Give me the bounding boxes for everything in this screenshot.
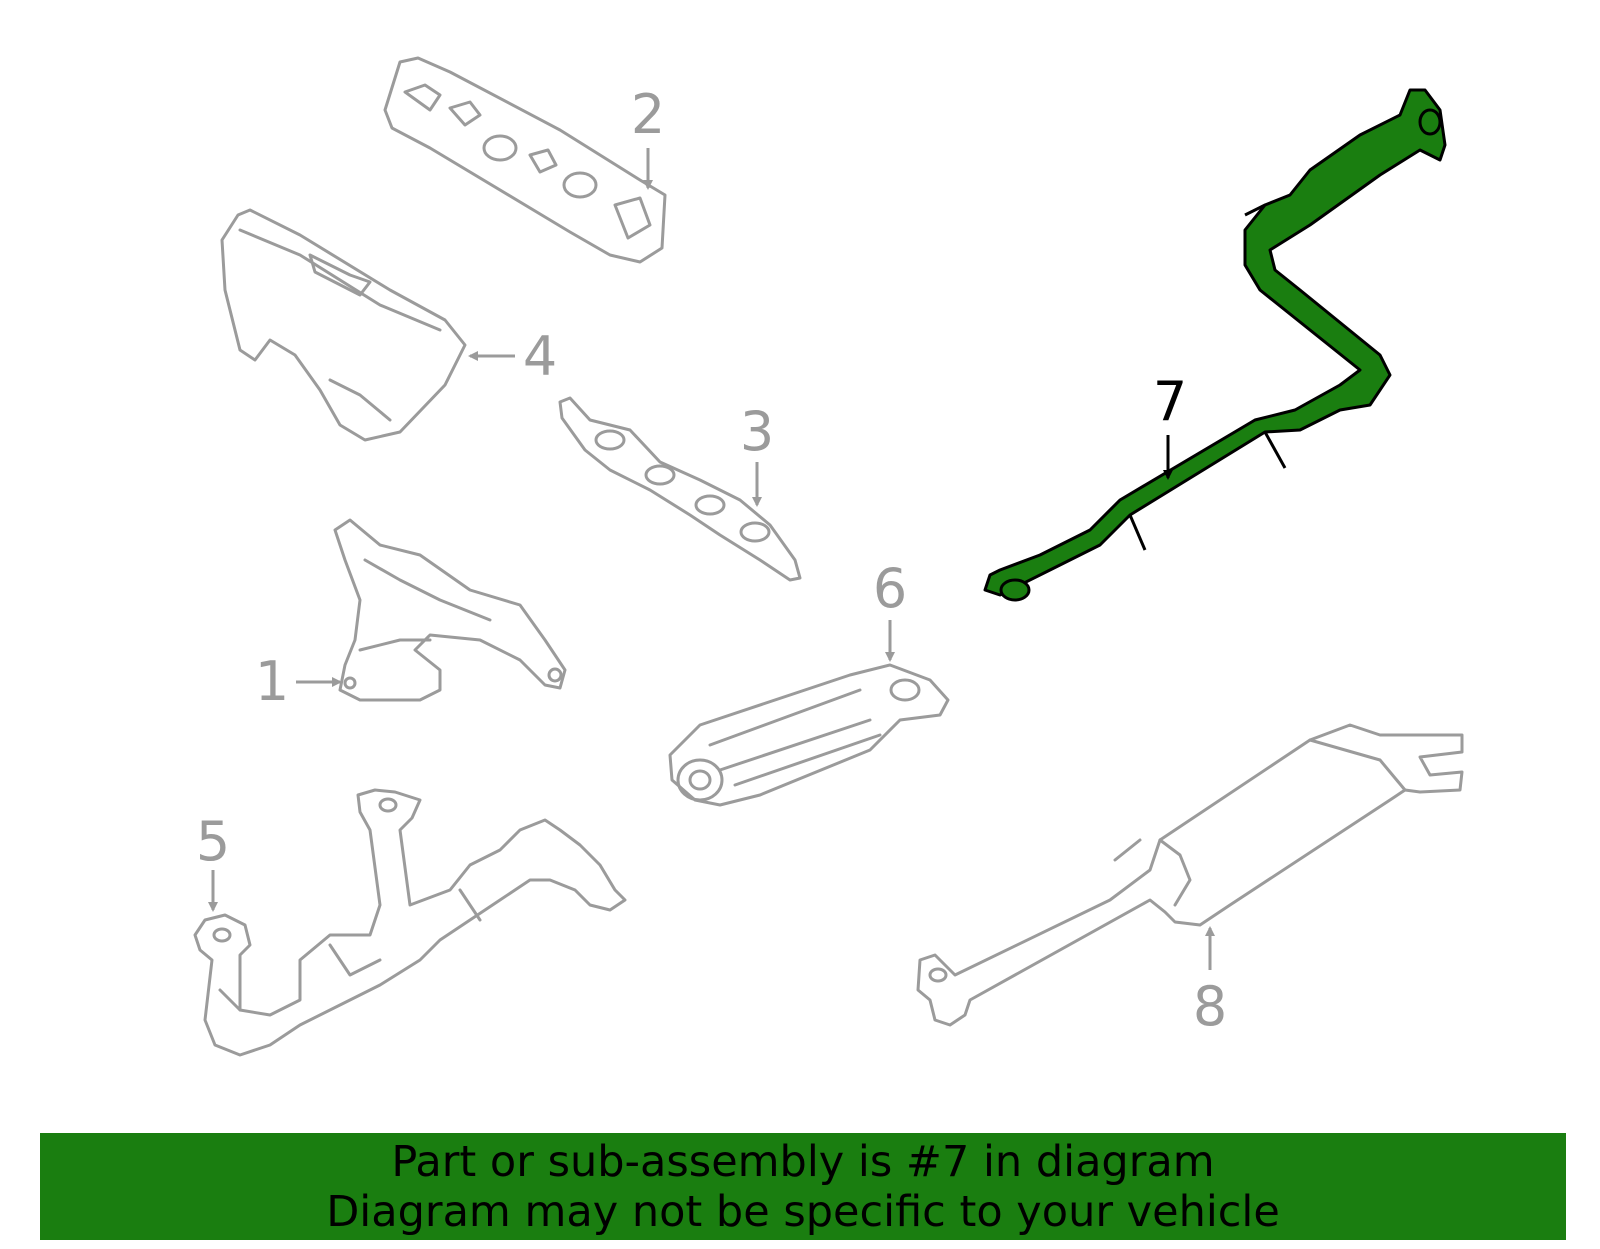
part-1-exhaust-manifold[interactable]	[333, 518, 567, 702]
svg-text:3: 3	[740, 400, 774, 463]
part-4-heat-shield[interactable]	[220, 208, 467, 442]
callout-5[interactable]: 5	[196, 810, 230, 912]
callout-1[interactable]: 1	[255, 650, 342, 713]
banner-line-disclaimer: Diagram may not be specific to your vehi…	[326, 1186, 1280, 1237]
svg-text:1: 1	[255, 650, 289, 713]
svg-text:8: 8	[1193, 975, 1227, 1038]
callout-4[interactable]: 4	[468, 325, 557, 388]
part-5-front-pipe[interactable]	[193, 788, 627, 1057]
part-8-muffler[interactable]	[916, 723, 1464, 1027]
svg-text:7: 7	[1153, 370, 1187, 433]
svg-text:2: 2	[631, 83, 665, 146]
part-7-center-pipe[interactable]	[983, 88, 1447, 602]
svg-text:5: 5	[196, 810, 230, 873]
part-info-banner: Part or sub-assembly is #7 in diagram Di…	[40, 1133, 1566, 1240]
part-6-catalytic-converter[interactable]	[668, 663, 950, 807]
callout-3[interactable]: 3	[740, 400, 774, 507]
part-2-heat-shield[interactable]	[383, 56, 667, 264]
callout-7[interactable]: 7	[1153, 370, 1187, 480]
svg-text:4: 4	[523, 325, 557, 388]
callout-8[interactable]: 8	[1193, 926, 1227, 1038]
part-3-gasket[interactable]	[558, 396, 802, 582]
callout-6[interactable]: 6	[873, 557, 907, 662]
svg-text:6: 6	[873, 557, 907, 620]
callout-2[interactable]: 2	[631, 83, 665, 190]
banner-line-part: Part or sub-assembly is #7 in diagram	[391, 1136, 1215, 1187]
